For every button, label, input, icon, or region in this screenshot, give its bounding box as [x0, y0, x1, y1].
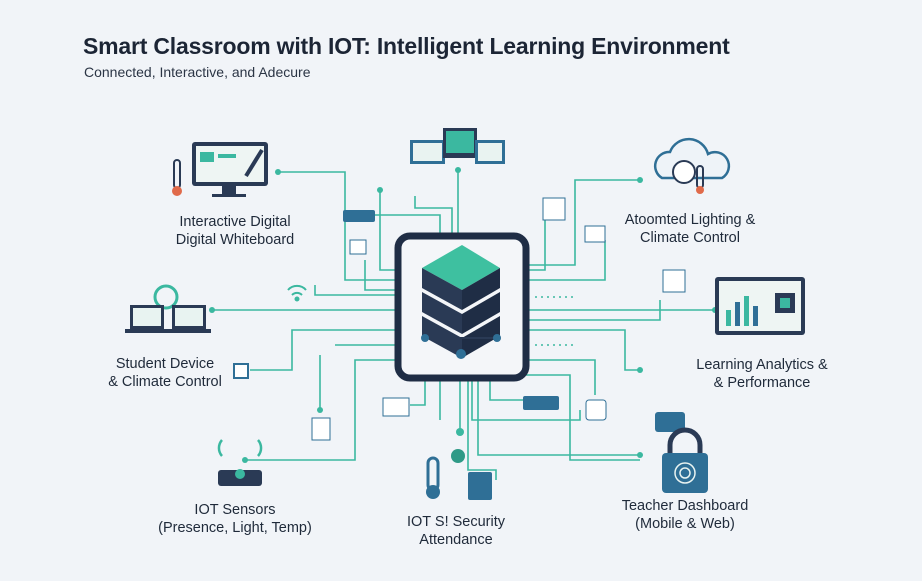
- small-device-icons: [233, 197, 686, 441]
- node-analytics-label: Learning Analytics && Performance: [696, 357, 828, 391]
- cloud-thermometer-icon: [653, 137, 731, 194]
- connectors: [212, 170, 715, 480]
- whiteboard-monitor-icon: [172, 142, 268, 197]
- analytics-screen-icon: [715, 277, 805, 335]
- page-subtitle: Connected, Interactive, and Adecure: [84, 64, 311, 80]
- central-hub: [394, 232, 530, 382]
- node-student-label: Student Device& Climate Control: [108, 356, 222, 390]
- wireless-sensor-icon: [217, 439, 263, 486]
- devices-cluster-icon: [410, 128, 505, 164]
- wifi-icon: [287, 284, 307, 302]
- server-stack-icon: [421, 245, 501, 359]
- node-sensors-label: IOT Sensors(Presence, Light, Temp): [158, 502, 312, 536]
- laptop-lightbulb-icon: [125, 284, 211, 333]
- thermometer-keypad-icon: [426, 449, 492, 500]
- node-teacher-label: Teacher Dashboard(Mobile & Web): [621, 498, 749, 532]
- node-lighting-label: Atoomted Lighting &Climate Control: [624, 212, 756, 246]
- connector-dots: [209, 167, 718, 463]
- fingerprint-lock-icon: [655, 412, 708, 493]
- page-title: Smart Classroom with IOT: Intelligent Le…: [83, 33, 730, 59]
